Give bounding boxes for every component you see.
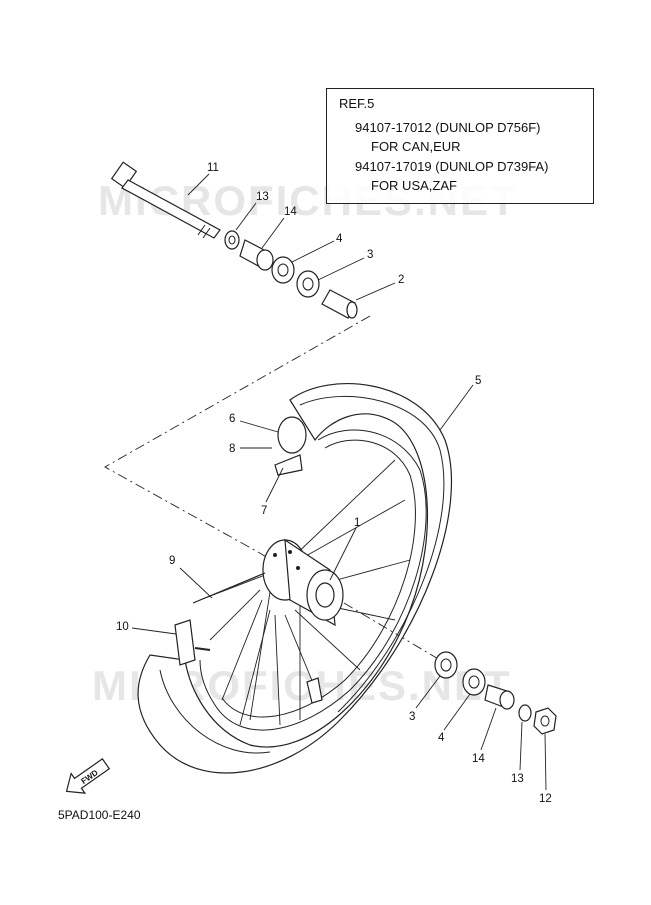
fwd-arrow-icon: FWD (65, 758, 111, 794)
tube-valve (274, 416, 307, 476)
callout-3: 3 (367, 249, 373, 261)
ref-title: REF.5 (339, 96, 375, 111)
collar-top (239, 239, 274, 271)
valve-stem (306, 677, 323, 704)
callout-5: 5 (475, 375, 481, 387)
callout-8: 8 (229, 443, 235, 455)
callout-13-right: 13 (511, 773, 524, 785)
callout-13: 13 (256, 191, 269, 203)
bearing-right (434, 651, 458, 679)
collar-right (484, 684, 515, 710)
diagram-code: 5PAD100-E240 (58, 808, 141, 822)
callout-12: 12 (539, 793, 552, 805)
bearing-top (296, 270, 320, 298)
callout-3-right: 3 (409, 711, 415, 723)
spoke-loose (192, 572, 266, 604)
callout-10: 10 (116, 621, 129, 633)
spacer (321, 289, 358, 319)
washer-top (224, 230, 240, 250)
callout-11: 11 (207, 162, 219, 174)
axle-nut (533, 707, 557, 735)
oil-seal-right (462, 668, 486, 696)
washer-right (518, 704, 532, 722)
leader-lines (131, 173, 547, 791)
callout-1: 1 (354, 517, 360, 529)
callout-7: 7 (261, 505, 267, 517)
rim (199, 429, 427, 731)
callout-14: 14 (284, 206, 297, 218)
callout-14-right: 14 (472, 753, 485, 765)
reference-note: REF.5 94107-17012 (DUNLOP D756F) FOR CAN… (326, 88, 594, 204)
ref-region-2: FOR USA,ZAF (371, 178, 457, 193)
callout-6: 6 (229, 413, 235, 425)
axle-centerline (104, 315, 441, 661)
oil-seal-top (271, 256, 295, 284)
callout-4-right: 4 (438, 732, 445, 744)
ref-region-1: FOR CAN,EUR (371, 139, 461, 154)
wheel-hub (262, 538, 344, 627)
tire (137, 383, 453, 774)
ref-part-1: 94107-17012 (DUNLOP D756F) (355, 120, 541, 135)
ref-part-2: 94107-17019 (DUNLOP D739FA) (355, 159, 549, 174)
callout-4: 4 (336, 233, 343, 245)
rim-lock (174, 619, 211, 666)
callout-2: 2 (398, 274, 404, 286)
callout-9: 9 (169, 555, 175, 567)
front-axle (110, 161, 221, 239)
